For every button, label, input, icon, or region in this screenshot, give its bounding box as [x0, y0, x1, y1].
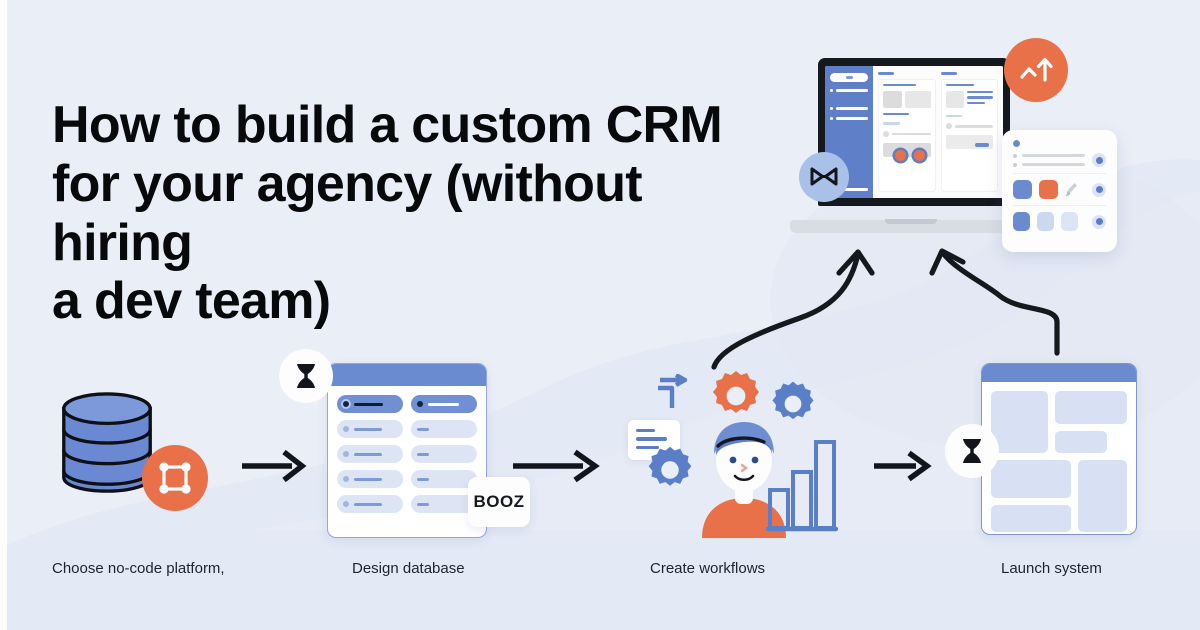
dashboard-screen	[825, 66, 1003, 198]
radio-button[interactable]	[1092, 182, 1106, 197]
shade-section[interactable]	[1013, 212, 1106, 231]
placeholder-block	[991, 391, 1049, 453]
hourglass-icon	[297, 364, 315, 388]
table-cell[interactable]	[337, 445, 403, 463]
table-cell[interactable]	[411, 420, 477, 438]
shade-swatch-1[interactable]	[1013, 212, 1030, 231]
laptop-illustration	[790, 58, 1030, 233]
content-panel	[940, 72, 999, 192]
database-design-card[interactable]	[327, 363, 487, 538]
flow-arrow-icon	[658, 374, 688, 408]
radio-button[interactable]	[1092, 153, 1106, 167]
table-row[interactable]	[337, 395, 477, 413]
caption-step-1: Choose no-code platform,	[52, 560, 225, 577]
launch-system-panel[interactable]	[981, 363, 1137, 535]
shade-swatch-3[interactable]	[1061, 212, 1078, 231]
brush-icon[interactable]	[1065, 182, 1078, 197]
table-cell[interactable]	[411, 445, 477, 463]
panel-header-bar	[982, 364, 1136, 382]
panel-label	[878, 72, 895, 75]
laptop-notch	[885, 219, 937, 224]
table-cell[interactable]	[337, 395, 403, 413]
table-cell[interactable]	[411, 495, 477, 513]
dashboard-content	[873, 66, 1003, 198]
placeholder-block	[1078, 460, 1127, 532]
table-cell[interactable]	[337, 470, 403, 488]
bowtie-badge[interactable]	[799, 152, 849, 202]
hourglass-icon	[963, 439, 981, 463]
no-code-platform-badge[interactable]	[142, 445, 208, 511]
table-row[interactable]	[337, 470, 477, 488]
panel-placeholder-grid	[982, 382, 1136, 534]
card-rows	[328, 386, 486, 513]
gear-icon	[772, 381, 814, 420]
table-row[interactable]	[337, 445, 477, 463]
shade-swatch-2[interactable]	[1037, 212, 1054, 231]
workflows-cluster	[618, 368, 838, 538]
theme-settings-card[interactable]	[1002, 130, 1117, 252]
panel-card[interactable]	[940, 78, 999, 192]
divider	[1013, 173, 1106, 174]
analytics-badge[interactable]	[1004, 38, 1068, 102]
caption-step-2: Design database	[352, 560, 465, 577]
curved-up-arrow	[711, 251, 861, 370]
sidebar-item[interactable]	[830, 107, 869, 110]
transform-box-icon	[159, 462, 191, 494]
table-row[interactable]	[337, 495, 477, 513]
left-edge-strip	[0, 0, 7, 630]
curved-connectors	[711, 248, 1060, 370]
page-title: How to build a custom CRM for your agenc…	[52, 96, 723, 331]
straight-arrow-3	[874, 450, 932, 482]
table-row[interactable]	[337, 420, 477, 438]
arrow-head	[929, 248, 966, 276]
list-section[interactable]	[1013, 153, 1106, 167]
design-stage-badge[interactable]	[279, 349, 333, 403]
radio-button[interactable]	[1092, 214, 1106, 229]
panel-card[interactable]	[878, 78, 936, 192]
caption-step-4: Launch system	[1001, 560, 1102, 577]
placeholder-block	[1055, 391, 1127, 424]
arrow-head	[836, 249, 875, 276]
color-section[interactable]	[1013, 180, 1106, 199]
curved-up-arrow	[940, 250, 1060, 356]
card-status-dot	[1013, 140, 1020, 147]
trending-up-icon	[1020, 57, 1053, 82]
laptop-lid	[818, 58, 1010, 206]
placeholder-block	[1055, 431, 1107, 453]
person-icon	[702, 422, 786, 538]
bar-chart-icon	[766, 440, 838, 532]
panel-label	[940, 72, 957, 75]
divider	[1013, 205, 1106, 206]
placeholder-block	[991, 504, 1072, 532]
placeholder-block	[991, 460, 1072, 498]
gear-icon	[648, 446, 692, 486]
content-panel	[878, 72, 936, 192]
table-cell[interactable]	[337, 495, 403, 513]
launch-stage-badge[interactable]	[945, 424, 999, 478]
table-cell[interactable]	[411, 470, 477, 488]
straight-arrow-1	[242, 449, 307, 483]
laptop-base	[790, 220, 1030, 233]
color-swatch-blue[interactable]	[1013, 180, 1032, 199]
gear-icon	[713, 371, 759, 413]
sidebar-search-pill[interactable]	[830, 73, 869, 82]
caption-step-3: Create workflows	[650, 560, 766, 577]
table-cell[interactable]	[337, 420, 403, 438]
straight-arrow-2	[513, 449, 600, 483]
booz-tag[interactable]: BOOZ	[468, 477, 530, 527]
sidebar-item[interactable]	[830, 89, 869, 92]
sidebar-item[interactable]	[830, 117, 869, 120]
bowtie-icon	[810, 167, 838, 186]
color-swatch-orange[interactable]	[1039, 180, 1058, 199]
table-cell[interactable]	[411, 395, 477, 413]
card-header-bar	[328, 364, 486, 386]
